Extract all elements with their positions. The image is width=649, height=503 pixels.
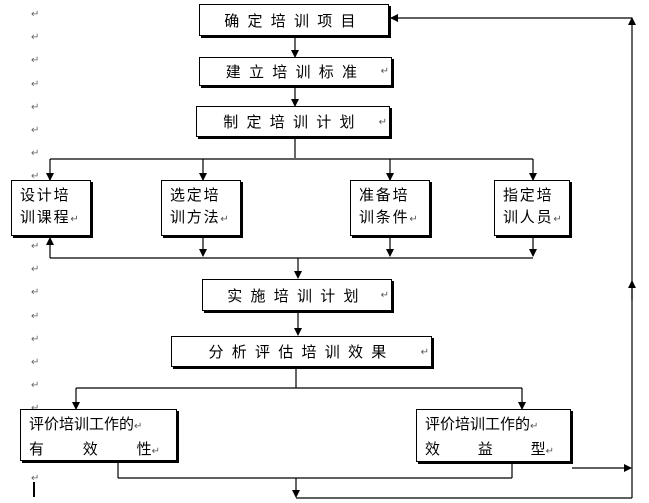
paragraph-mark: ↵ <box>31 32 40 44</box>
paragraph-mark: ↵ <box>31 101 40 113</box>
node-label: 建立培训标准 <box>225 63 366 81</box>
node-label-line1: 指定培 <box>503 186 554 204</box>
paragraph-mark: ↵ <box>31 380 40 392</box>
node-design-courses: 设计培 训课程↵ <box>11 180 91 236</box>
node-label-char: 效 <box>425 440 441 458</box>
paragraph-mark: ↵ <box>553 214 562 225</box>
paragraph-mark: ↵ <box>530 421 539 432</box>
node-label-char: 性 <box>136 440 152 458</box>
node-assign-people: 指定培 训人员↵ <box>494 180 570 236</box>
text-cursor <box>33 482 35 497</box>
node-label: 分析评估培训效果 <box>208 343 395 361</box>
paragraph-mark: ↵ <box>31 287 40 299</box>
node-establish-standard: 建立培训标准 ↵ <box>199 57 392 86</box>
paragraph-mark: ↵ <box>409 214 418 225</box>
paragraph-mark: ↵ <box>151 446 160 457</box>
paragraph-mark: ↵ <box>31 125 40 136</box>
node-label-line2: 训条件 <box>359 208 410 226</box>
node-label: 实施培训计划 <box>227 286 367 305</box>
paragraph-mark: ↵ <box>31 148 40 160</box>
node-label-line1: 设计培 <box>20 186 71 204</box>
paragraph-mark: ↵ <box>545 446 554 457</box>
node-label-char: 型 <box>530 440 546 458</box>
paragraph-mark: ↵ <box>31 357 40 368</box>
paragraph-mark: ↵ <box>134 421 143 432</box>
paragraph-mark: ↵ <box>420 347 429 358</box>
node-choose-methods: 选定培 训方法↵ <box>161 180 241 236</box>
node-label: 确定培训项目 <box>224 11 364 30</box>
node-label-char: 有 <box>29 440 45 458</box>
node-label-char: 益 <box>477 440 493 458</box>
node-determine-project: 确定培训项目 <box>199 4 389 36</box>
node-label-char: 效 <box>82 440 98 458</box>
paragraph-mark: ↵ <box>31 78 40 90</box>
paragraph-mark: ↵ <box>380 290 389 301</box>
node-label-line1: 准备培 <box>359 186 410 204</box>
paragraph-mark: ↵ <box>31 333 40 345</box>
node-label-line2: 训人员 <box>503 208 554 226</box>
paragraph-mark: ↵ <box>31 310 40 322</box>
node-label-line1: 评价培训工作的 <box>425 415 531 433</box>
paragraph-mark: ↵ <box>70 214 79 225</box>
paragraph-mark: ↵ <box>31 55 40 67</box>
node-label-line2: 训课程 <box>20 208 71 226</box>
paragraph-mark: ↵ <box>31 171 40 183</box>
paragraph-mark: ↵ <box>31 473 40 484</box>
node-label: 制定培训计划 <box>223 113 363 131</box>
node-prepare-conditions: 准备培 训条件↵ <box>350 180 430 236</box>
node-evaluate-validity: 评价培训工作的↵ 有 效 性↵ <box>20 409 177 461</box>
node-implement-plan: 实施培训计划 ↵ <box>202 279 392 311</box>
paragraph-mark: ↵ <box>31 241 40 252</box>
paragraph-mark: ↵ <box>378 117 387 128</box>
paragraph-mark: ↵ <box>380 66 389 77</box>
node-make-plan: 制定培训计划 ↵ <box>196 106 390 137</box>
paragraph-mark: ↵ <box>220 214 229 225</box>
paragraph-mark: ↵ <box>31 404 39 414</box>
node-label-line1: 选定培 <box>170 186 221 204</box>
node-analyze-effect: 分析评估培训效果 ↵ <box>171 336 432 367</box>
paragraph-mark: ↵ <box>31 9 40 20</box>
node-evaluate-benefit: 评价培训工作的↵ 效 益 型↵ <box>416 409 571 462</box>
node-label-line1: 评价培训工作的 <box>29 415 135 433</box>
paragraph-mark: ↵ <box>31 264 40 276</box>
node-label-line2: 训方法 <box>170 208 221 226</box>
